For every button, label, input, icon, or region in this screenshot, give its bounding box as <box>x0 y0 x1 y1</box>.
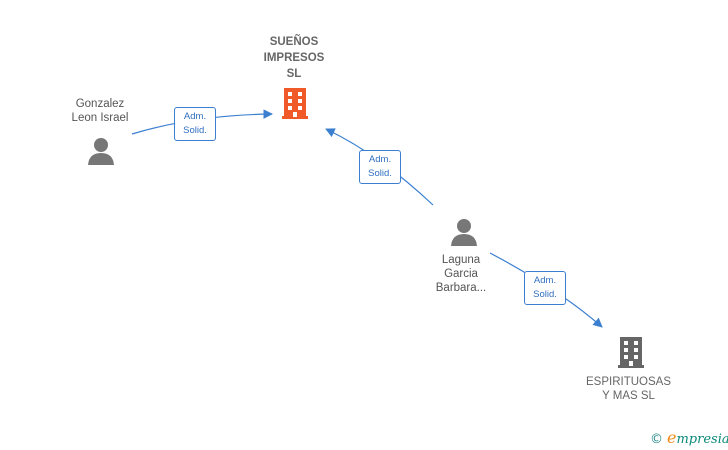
person-laguna-line-2: Garcia <box>444 268 478 280</box>
relation-badge-line-1: Adm. <box>183 111 207 122</box>
relation-badge-line-1: Adm. <box>533 275 557 286</box>
person-laguna-line-1: Laguna <box>441 254 481 266</box>
company-suenos-label[interactable]: SUEÑOS IMPRESOS SL <box>244 34 344 82</box>
company-espirituosas-line-1: ESPIRITUOSAS <box>586 376 671 388</box>
copyright-icon: © <box>650 432 663 447</box>
relation-badge-line-2: Solid. <box>368 168 392 179</box>
person-icon[interactable] <box>86 136 116 166</box>
building-icon[interactable] <box>616 334 646 370</box>
relation-badge-line-2: Solid. <box>183 125 207 136</box>
relation-badge-laguna-suenos[interactable]: Adm. Solid. <box>359 150 401 184</box>
person-laguna-label[interactable]: Laguna Garcia Barbara... <box>411 253 511 295</box>
company-suenos-line-1: SUEÑOS <box>269 36 319 48</box>
relation-badge-line-1: Adm. <box>368 154 392 165</box>
company-espirituosas-label[interactable]: ESPIRITUOSAS Y MAS SL <box>571 375 686 403</box>
empresia-watermark: © empresia <box>650 428 728 447</box>
person-laguna-line-3: Barbara... <box>435 282 487 294</box>
watermark-logo-letter: e <box>667 428 677 447</box>
watermark-logo-text: mpresia <box>676 432 728 447</box>
relation-badge-line-2: Solid. <box>533 289 557 300</box>
person-gonzalez-line-2: Leon Israel <box>71 112 129 124</box>
company-espirituosas-line-2: Y MAS SL <box>602 390 655 402</box>
relation-badge-laguna-espirituosas[interactable]: Adm. Solid. <box>524 271 566 305</box>
person-icon[interactable] <box>449 217 479 247</box>
relation-badge-gonzalez[interactable]: Adm. Solid. <box>174 107 216 141</box>
company-suenos-line-3: SL <box>286 68 302 80</box>
building-icon[interactable] <box>279 85 311 121</box>
person-gonzalez-label[interactable]: Gonzalez Leon Israel <box>50 97 150 125</box>
company-suenos-line-2: IMPRESOS <box>263 52 325 64</box>
person-gonzalez-line-1: Gonzalez <box>75 98 125 110</box>
